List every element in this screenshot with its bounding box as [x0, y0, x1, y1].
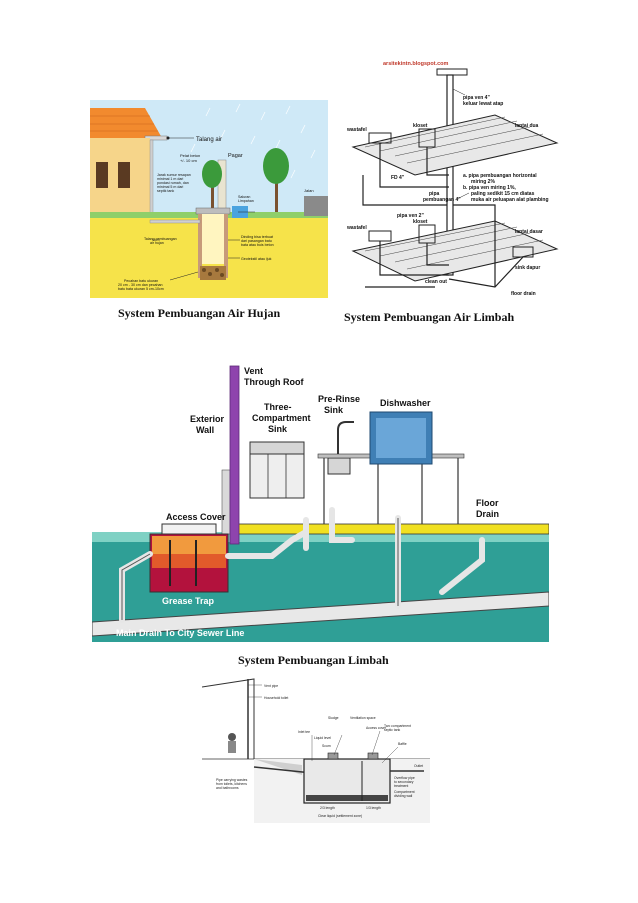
label-note-b1: b. pipa ven miring 1%,	[463, 185, 516, 191]
label-pipa-ven-2: keluar lewat atap	[463, 101, 503, 107]
label-pelat-beton-size: +/- 10 cm	[180, 158, 197, 163]
label-pipa-pembuangan-2: pembuangan 4"	[423, 197, 461, 203]
label-length-23: 2/3 length	[320, 806, 335, 810]
figure-rainwater-system: Talang air Pelat beton +/- 10 cm Pagar J…	[90, 100, 328, 298]
label-household-toilet: Household toilet	[264, 696, 288, 700]
label-overflow-2: to secondary	[394, 780, 414, 784]
label-overflow-1: Overflow pipe	[394, 776, 415, 780]
label-jalan: Jalan	[304, 188, 314, 193]
label-three-1: Three-	[264, 402, 292, 412]
figure-waste-system: Vent Through Roof Exterior Wall Three- C…	[92, 360, 549, 642]
label-wastafel-top: wastafel	[346, 127, 367, 133]
label-jarak-3: pondasi rumah, dan	[157, 181, 189, 185]
label-scum: Scum	[322, 744, 331, 748]
caption-rainwater: System Pembuangan Air Hujan	[118, 306, 281, 320]
label-ventilation-space: Ventilation space	[350, 716, 376, 720]
label-pelat-beton: Pelat beton	[180, 153, 200, 158]
label-dinding-1: Dinding bisa terbuat	[241, 235, 273, 239]
label-pipa-ven-2in: pipa ven 2"	[397, 213, 424, 219]
figure-wastewater-system: arsitekintn.blogspot.com	[345, 55, 560, 300]
label-two-compartment-1: Two compartment	[384, 724, 411, 728]
label-jarak-1: Jarak sumur resapan	[157, 173, 191, 177]
label-pipe-1: Pipe carrying wastes	[216, 778, 248, 782]
label-overflow-3: treatment	[394, 784, 408, 788]
septic-tank-illustration: Vent pipe Household toilet Inlet tee Slu…	[202, 675, 430, 823]
label-dishwasher: Dishwasher	[380, 398, 431, 408]
label-floor-1: Floor	[476, 498, 499, 508]
label-kloset-bottom: kloset	[413, 219, 428, 225]
label-pipa-ven-1: pipa ven 4"	[463, 95, 490, 101]
label-geotekstil: Geotekstil atau ijuk	[241, 257, 272, 261]
rainwater-illustration: Talang air Pelat beton +/- 10 cm Pagar J…	[90, 100, 328, 298]
label-saluran: Saluran	[238, 195, 250, 199]
grease-trap-illustration: Vent Through Roof Exterior Wall Three- C…	[92, 360, 549, 642]
label-note-a2: miring 2%	[471, 179, 495, 185]
label-exterior-1: Exterior	[190, 414, 225, 424]
label-blog: arsitekintn.blogspot.com	[383, 61, 449, 67]
label-note-b3: muka air peluapan alat plambing	[471, 197, 549, 203]
label-grease-trap: Grease Trap	[162, 596, 215, 606]
label-wastafel-bottom: wastafel	[346, 225, 367, 231]
label-limpahan: Limpahan	[238, 199, 254, 203]
label-inlet-tee: Inlet tee	[298, 730, 310, 734]
label-baffle: Baffle	[398, 742, 407, 746]
label-outlet: Outlet	[414, 764, 423, 768]
label-compartment-2: dividing wall	[394, 794, 413, 798]
label-fd: FD 4"	[391, 175, 405, 181]
caption-wastewater: System Pembuangan Air Limbah	[344, 310, 515, 324]
label-compartment-1: Compartment	[394, 790, 415, 794]
label-vent-pipe: Vent pipe	[264, 684, 278, 688]
label-liquid-level: Liquid level	[314, 736, 331, 740]
label-access-cover: Access cover	[366, 726, 387, 730]
label-vent-1: Vent	[244, 366, 263, 376]
label-two-compartment-2: septic tank	[384, 728, 401, 732]
label-pecahan-1: Pecahan batu ukuran	[124, 279, 158, 283]
label-jarak-4: minimal 5 m dari	[157, 185, 184, 189]
label-note-a1: a. pipa pembuangan horizontal	[463, 173, 537, 179]
label-jarak-5: septik tank	[157, 189, 174, 193]
label-length-13: 1/3 length	[366, 806, 381, 810]
label-clear-liquid: Clear liquid (settlement zone)	[318, 814, 362, 818]
label-clean-out: clean out	[425, 279, 447, 285]
label-dinding-2: dari pasangan batu	[241, 239, 272, 243]
label-vent-2: Through Roof	[244, 377, 304, 387]
label-note-b2: paling sedikit 15 cm diatas	[471, 191, 535, 197]
wastewater-sketch: arsitekintn.blogspot.com	[345, 55, 560, 300]
label-prerinse-2: Sink	[324, 405, 344, 415]
label-pipe-3: and bathrooms	[216, 786, 239, 790]
label-three-3: Sink	[268, 424, 288, 434]
label-talang-pembuangan-2: air hujan	[150, 241, 164, 245]
label-pecahan-2: 20 cm - 30 cm dan pecahan	[118, 283, 163, 287]
label-exterior-2: Wall	[196, 425, 214, 435]
label-pipa-pembuangan-1: pipa	[429, 191, 439, 197]
caption-waste: System Pembuangan Limbah	[238, 653, 389, 667]
label-floor-2: Drain	[476, 509, 499, 519]
label-lantai-dasar: lantai dasar	[515, 229, 543, 235]
label-sludge: Sludge	[328, 716, 339, 720]
label-three-2: Compartment	[252, 413, 311, 423]
label-lantai-dua: lantai dua	[515, 123, 539, 129]
label-main-drain: Main Drain To City Sewer Line	[116, 628, 244, 638]
label-talang-pembuangan-1: Talang pembuangan	[144, 237, 177, 241]
label-kloset-top: kloset	[413, 123, 428, 129]
label-pagar: Pagar	[228, 153, 243, 159]
label-access-cover: Access Cover	[166, 512, 226, 522]
label-pecahan-3: batu bata ukuran 5 cm-10cm	[118, 287, 164, 291]
label-jarak-2: minimal 1 m dari	[157, 177, 184, 181]
figure-septic-tank: Vent pipe Household toilet Inlet tee Slu…	[202, 675, 430, 823]
label-talang-air: Talang air	[196, 137, 222, 143]
label-floor-drain: floor drain	[511, 291, 536, 297]
label-dinding-3: bata atau buis beton	[241, 243, 274, 247]
label-sink-dapur: sink dapur	[515, 265, 540, 271]
label-pipe-2: from toilets, kitchens	[216, 782, 247, 786]
label-prerinse-1: Pre-Rinse	[318, 394, 360, 404]
